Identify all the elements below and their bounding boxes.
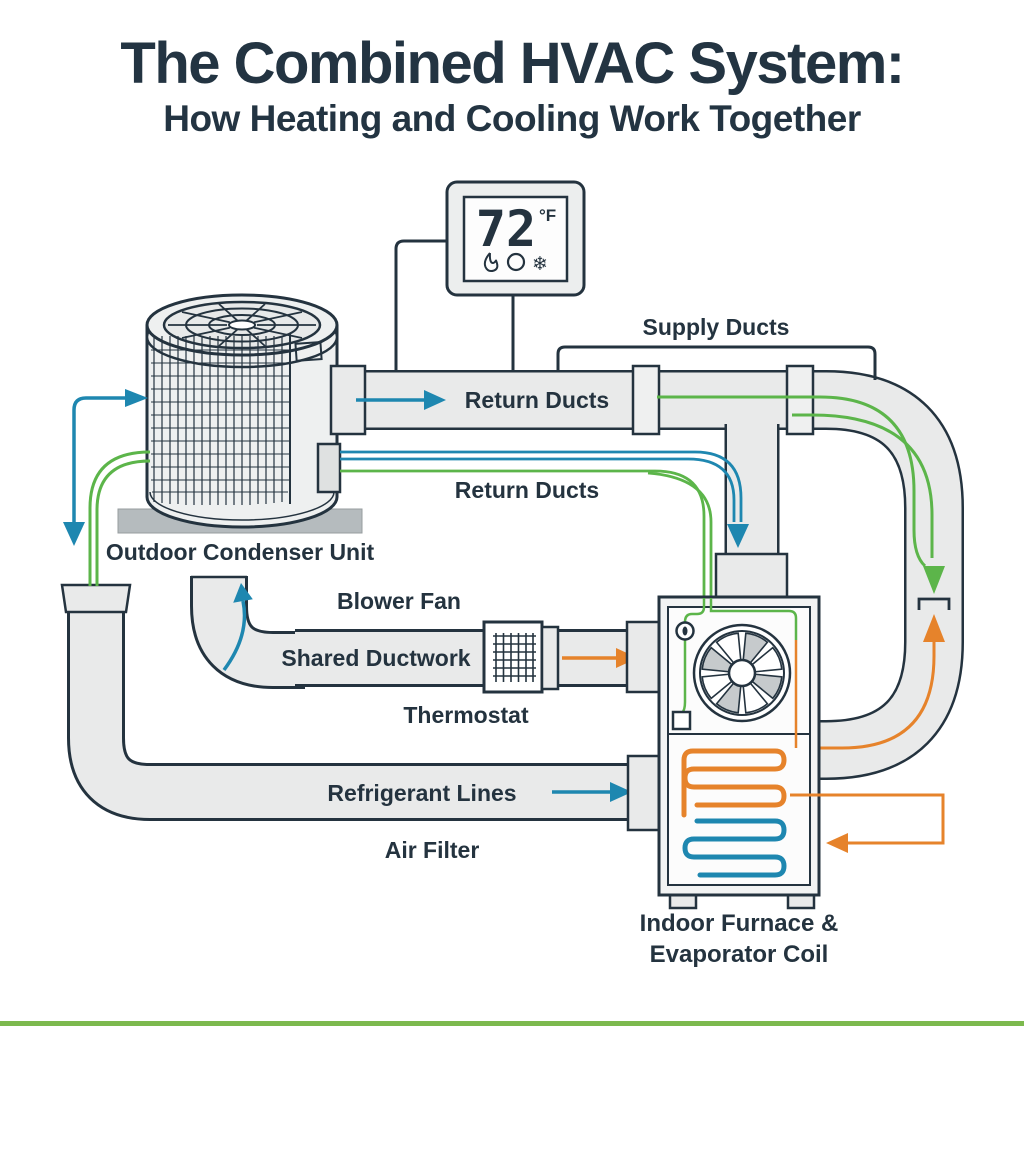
furnace-return-drop-duct xyxy=(714,423,789,602)
outdoor-condenser-label: Outdoor Condenser Unit xyxy=(106,539,375,565)
supply-air-lines xyxy=(657,395,951,750)
return-ducts-top-label: Return Ducts xyxy=(465,387,609,413)
indoor-furnace-unit xyxy=(657,595,821,910)
footer-accent-rule xyxy=(0,1021,1024,1026)
control-box xyxy=(671,710,692,731)
page-subtitle: How Heating and Cooling Work Together xyxy=(163,98,861,139)
furnace-duct-connector xyxy=(626,754,662,832)
supply-ducts-label: Supply Ducts xyxy=(643,314,790,340)
furnace-fan-icon xyxy=(692,623,792,723)
air-filter-label: Air Filter xyxy=(385,837,480,863)
page-title: The Combined HVAC System: xyxy=(120,31,905,96)
furnace-duct-connector xyxy=(625,620,662,694)
refrigerant-connector xyxy=(316,442,342,494)
thermostat-degree-unit: °F xyxy=(539,206,556,225)
damper-bracket xyxy=(917,597,951,610)
air-filter-mesh-icon xyxy=(482,620,560,694)
elbow-duct xyxy=(190,575,305,689)
duct-flange xyxy=(714,552,789,602)
heat-return-circuit xyxy=(790,793,945,853)
thermostat-wires xyxy=(394,239,515,372)
thermostat-temperature: 72 xyxy=(476,200,536,258)
evaporator-coil-icon xyxy=(682,818,787,878)
flame-icon xyxy=(483,252,499,273)
outdoor-condenser-unit xyxy=(145,293,339,529)
indoor-furnace-label-line1: Indoor Furnace & xyxy=(640,910,839,937)
refrigerant-lines-mid xyxy=(340,450,749,600)
duct-flange xyxy=(60,583,132,614)
heat-up-arrow xyxy=(923,614,945,642)
refrigerant-lines-label: Refrigerant Lines xyxy=(327,780,516,806)
return-ducts-mid-label: Return Ducts xyxy=(455,477,599,503)
snowflake-icon: ❄ xyxy=(532,253,548,275)
shared-ductwork-label: Shared Ductwork xyxy=(281,645,470,671)
supply-down-arrow xyxy=(923,566,945,594)
refrigerant-green-left xyxy=(88,450,151,586)
return-flow-arrow xyxy=(356,390,446,410)
supply-ducts-bracket xyxy=(556,345,877,380)
duct-joints xyxy=(631,364,815,436)
indoor-furnace-label-line2: Evaporator Coil xyxy=(650,941,829,968)
cool-down-arrow xyxy=(727,524,749,548)
circle-icon xyxy=(506,252,526,272)
left-duct xyxy=(60,583,632,821)
cool-flow-left-arrows xyxy=(63,389,148,546)
heating-coil-icon xyxy=(681,748,787,818)
refrigerant-flow-arrow xyxy=(552,782,632,802)
blower-flow-arrow xyxy=(222,600,247,672)
blower-fan-label: Blower Fan xyxy=(337,588,461,614)
thermostat-device: 72 °F ❄ xyxy=(445,180,586,297)
thermostat-label: Thermostat xyxy=(403,702,529,728)
